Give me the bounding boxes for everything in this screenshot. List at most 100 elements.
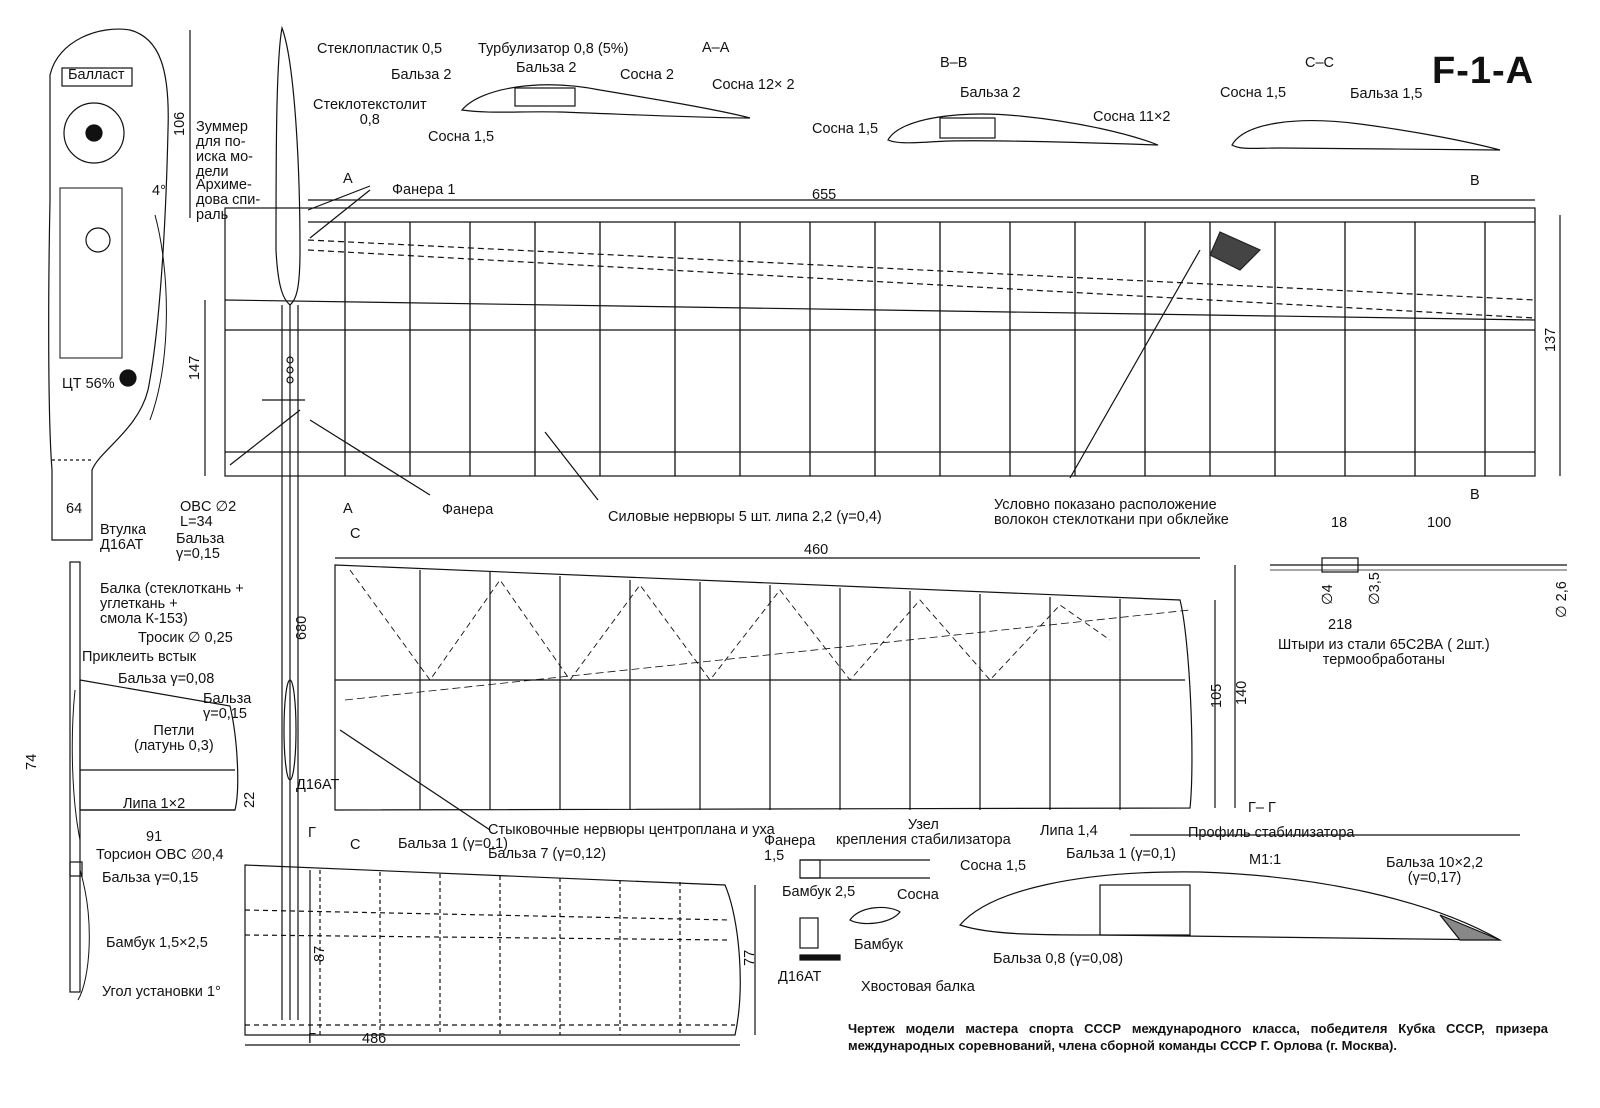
dim-460: 460 [804, 542, 829, 558]
drawing-title: F-1-A [1432, 50, 1535, 92]
label-balsa-08: Бальза 0,8 (γ=0,08) [993, 951, 1124, 967]
marker-a-top: A [343, 171, 353, 187]
label-cc-pine15: Сосна 1,5 [1220, 85, 1287, 101]
label-bb-pine11x2: Сосна 11×2 [1093, 109, 1171, 125]
fiberglass-hatch [1209, 231, 1262, 271]
airfoil-cc [1231, 120, 1501, 151]
label-bb-pine15: Сосна 1,5 [812, 121, 879, 137]
airfoil-aa [460, 84, 751, 119]
dim-pin-18: 18 [1331, 515, 1348, 531]
fin [79, 679, 239, 811]
label-glue: Приклеить встык [82, 649, 197, 665]
label-joint-ribs: Стыковочные нервюры центроплана и уха [488, 822, 775, 838]
marker-g-top: Г [308, 825, 316, 841]
label-ballast: Балласт [68, 67, 125, 83]
label-power-ribs: Силовые нервюры 5 шт. липа 2,2 (γ=0,4) [608, 509, 882, 525]
dim-pin-218: 218 [1328, 617, 1353, 633]
section-aa-title: A–A [702, 40, 730, 56]
label-stab-pine15: Сосна 1,5 [960, 858, 1027, 874]
label-cable: Тросик ∅ 0,25 [138, 630, 233, 646]
pin-sleeve [1321, 557, 1359, 573]
label-aa-pine15: Сосна 1,5 [428, 129, 495, 145]
label-balsa-015c: Бальза γ=0,15 [102, 870, 199, 886]
label-plywood: Фанера [442, 502, 494, 518]
dim-pin-d26: ∅ 2,6 [1554, 581, 1570, 618]
dim-pin-100: 100 [1427, 515, 1452, 531]
dim-pin-d35: ∅3,5 [1367, 572, 1383, 605]
label-torsion: Торсион OBC ∅0,4 [96, 847, 224, 863]
label-bushing: Втулка Д16АТ [100, 522, 147, 553]
dim-22: 22 [242, 791, 258, 808]
dim-87: 87 [312, 945, 328, 962]
label-pine: Сосна [897, 887, 939, 903]
marker-g-bottom: Г [308, 1031, 316, 1047]
label-stab-profile: Профиль стабилизатора [1188, 825, 1355, 841]
dim-137: 137 [1543, 327, 1559, 352]
label-buzzer: Зуммер для по- иска мо- дели [196, 119, 253, 180]
marker-c-bottom: C [350, 837, 361, 853]
label-aa-pine2: Сосна 2 [620, 67, 674, 83]
section-bb-title: B–B [940, 55, 968, 71]
label-balsa-7: Бальза 7 (γ=0,12) [488, 846, 607, 862]
stabilizer-planform [244, 864, 741, 1036]
label-aa-pine12x2: Сосна 12× 2 [712, 77, 795, 93]
label-section-gg: Г– Г [1248, 800, 1276, 816]
label-hinges: Петли (латунь 0,3) [134, 723, 214, 754]
marker-b-top: B [1470, 173, 1480, 189]
tailboom-side [69, 561, 81, 993]
label-mount-node: Узел крепления стабилизатора [836, 817, 1011, 848]
drawing-caption: Чертеж модели мастера спорта СССР междун… [848, 1021, 1548, 1053]
label-aa-balsa2b: Бальза 2 [516, 60, 577, 76]
label-d16at-node: Д16АТ [778, 969, 822, 985]
label-bb-balsa2: Бальза 2 [960, 85, 1021, 101]
wing-tip-panel [334, 564, 1193, 811]
label-incidence: Угол установки 1° [102, 984, 221, 1000]
label-d16at-fuselage: Д16АТ [296, 777, 340, 793]
tip-ribs [419, 570, 1121, 810]
label-linden-14: Липа 1,4 [1040, 823, 1098, 839]
pylon-top [275, 25, 301, 306]
label-bamboo: Бамбук 1,5×2,5 [106, 935, 208, 951]
label-scale: M1:1 [1249, 852, 1282, 868]
dim-680: 680 [294, 615, 310, 640]
spar-bb [939, 117, 996, 139]
label-plywood-15: Фанера 1,5 [764, 833, 816, 864]
dim-105: 105 [1209, 683, 1225, 708]
label-stab-balsa1: Бальза 1 (γ=0,1) [398, 836, 508, 852]
dim-106: 106 [172, 111, 188, 136]
label-angle-4: 4° [152, 183, 166, 199]
label-ovs: OBC ∅2 L=34 [180, 499, 237, 530]
dim-64: 64 [66, 501, 83, 517]
spar-aa [514, 87, 576, 107]
label-cc-balsa15: Бальза 1,5 [1350, 86, 1423, 102]
dim-147: 147 [187, 355, 203, 380]
buzzer-disk [63, 102, 125, 164]
label-balsa-10x22: Бальза 10×2,2 (γ=0,17) [1386, 855, 1484, 886]
dim-pin-d4: ∅4 [1320, 584, 1336, 605]
airfoil-bb [887, 113, 1159, 146]
label-textolite: Стеклотекстолит 0,8 [313, 97, 427, 128]
dim-140: 140 [1234, 680, 1250, 705]
label-turbulator: Турбулизатор 0,8 (5%) [478, 41, 629, 57]
label-fiber-layout: Условно показано расположение волокон ст… [994, 497, 1229, 528]
label-archimedes-spiral: Архиме- дова спи- раль [196, 177, 261, 223]
label-balsa-015b: Бальза γ=0,15 [203, 691, 252, 722]
label-pins: Штыри из стали 65С2ВА ( 2шт.) термообраб… [1278, 637, 1490, 668]
label-linden-1x2: Липа 1×2 [123, 796, 186, 812]
label-balsa-008: Бальза γ=0,08 [118, 671, 215, 687]
fuselage-nose [48, 28, 169, 541]
wing-planform [224, 207, 1536, 477]
dim-77: 77 [742, 949, 758, 966]
label-stab-bamboo: Бамбук [854, 937, 903, 953]
marker-a-bottom: A [343, 501, 353, 517]
section-cc-title: C–C [1305, 55, 1335, 71]
marker-c-top: C [350, 526, 361, 542]
wing-ribs [344, 222, 1486, 476]
label-balsa-015: Бальза γ=0,15 [176, 531, 225, 562]
label-tail-boom: Хвостовая балка [861, 979, 975, 995]
label-beam: Балка (стеклоткань + углеткань + смола К… [100, 581, 244, 627]
dim-74: 74 [24, 753, 40, 770]
label-fiberglass: Стеклопластик 0,5 [317, 41, 443, 57]
label-stab-balsa-1: Бальза 1 (γ=0,1) [1066, 846, 1176, 862]
